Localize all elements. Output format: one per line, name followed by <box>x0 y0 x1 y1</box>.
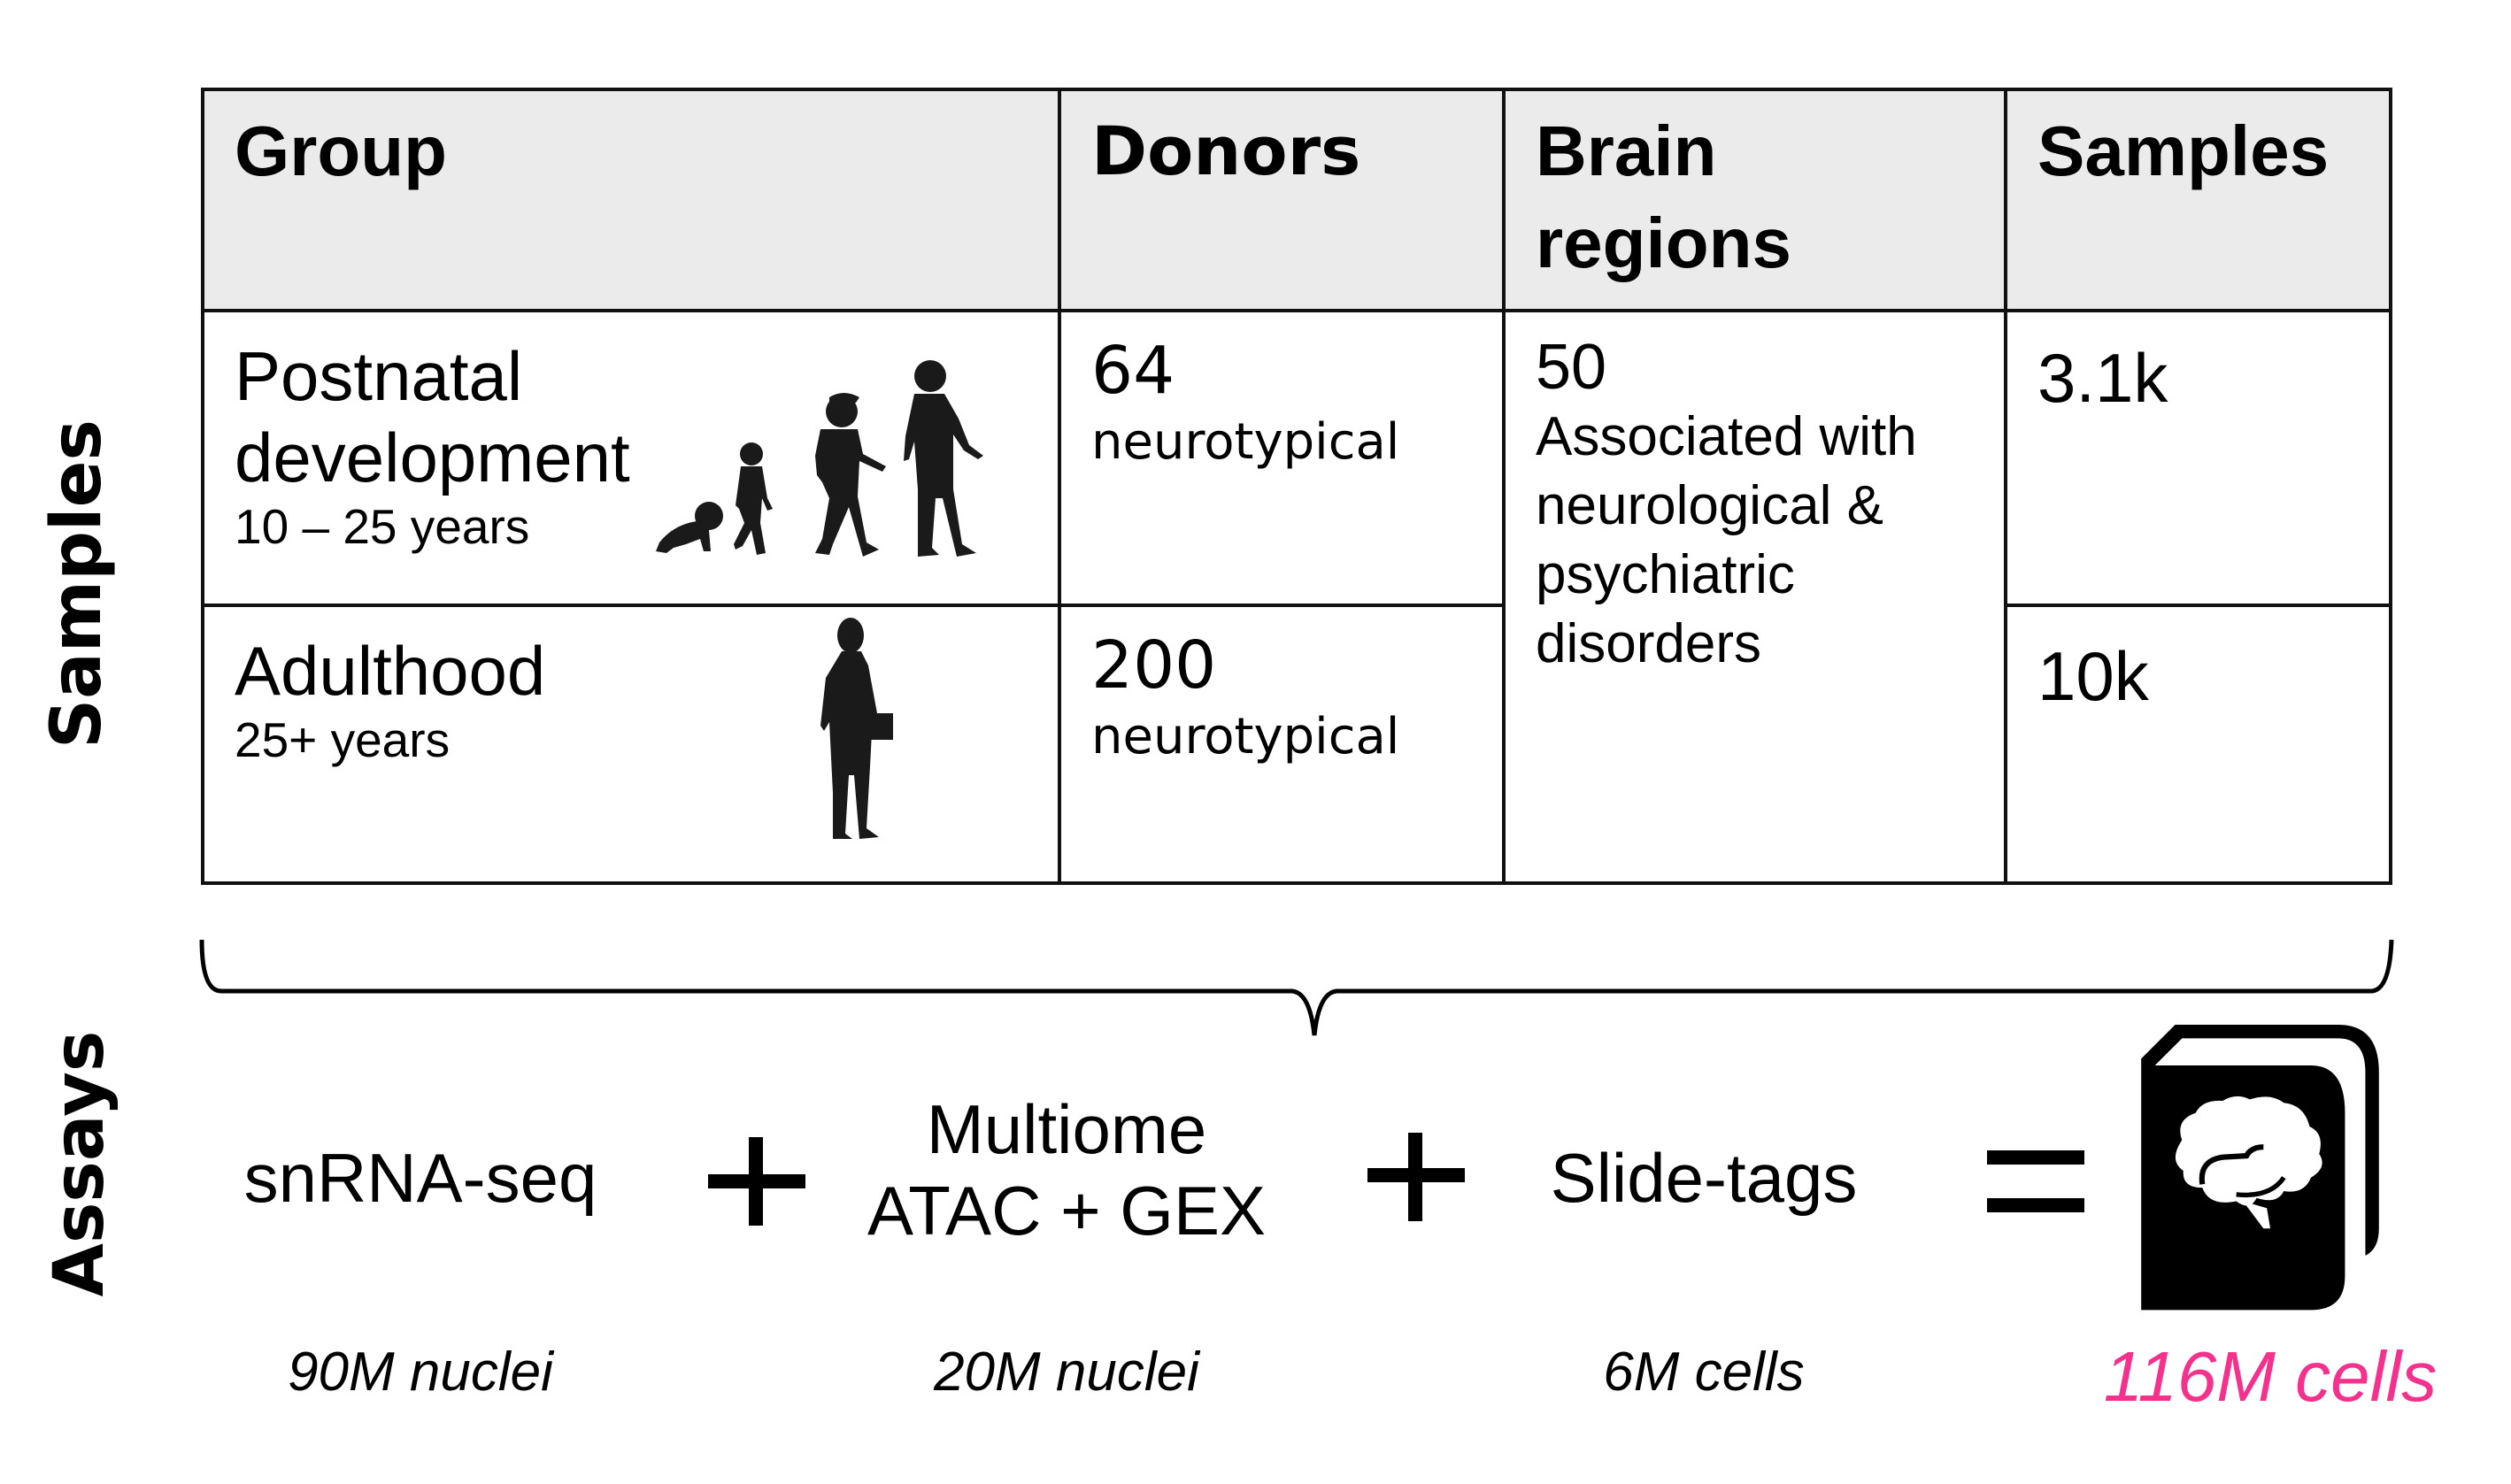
group-cell-adulthood: Adulthood 25+ years <box>201 604 1061 885</box>
brain-book-icon <box>2141 1025 2379 1311</box>
plus-icon <box>708 1137 805 1226</box>
header-group: Group <box>201 88 1061 312</box>
table-header-row: Group Donors Brain regions Samples <box>201 88 2392 312</box>
header-brain-regions-line2: regions <box>1536 204 1791 282</box>
table-row: Adulthood 25+ years 200 neurotypical 10k <box>201 604 2392 885</box>
donors-count: 200 <box>1091 627 1217 704</box>
header-samples: Samples <box>2004 88 2392 312</box>
samples-count: 10k <box>2037 637 2149 715</box>
header-donors: Donors <box>1058 88 1506 312</box>
brain-regions-description-line: disorders <box>1536 613 1761 674</box>
plus-icon <box>1367 1133 1465 1221</box>
brain-regions-description-line: psychiatric <box>1536 544 1795 605</box>
brain-regions-description-line: neurological & <box>1536 475 1883 536</box>
samples-count: 3.1k <box>2037 339 2168 417</box>
assay-multiome: Multiome ATAC + GEX <box>801 1088 1332 1251</box>
samples-cell-postnatal: 3.1k <box>2004 309 2392 607</box>
group-age: 25+ years <box>235 712 451 767</box>
assay-count-slide-tags: 6M cells <box>1603 1342 1805 1403</box>
table-row: Postnatal development 10 – 25 years <box>201 309 2392 885</box>
brain-regions-cell: 50 Associated with neurological & psychi… <box>1502 309 2007 885</box>
donors-type: neurotypical <box>1091 413 1400 471</box>
assays-side-label: Assays <box>40 1030 119 1297</box>
assay-snrna-seq: snRNA-seq <box>235 1137 606 1219</box>
header-brain-regions: Brain regions <box>1502 88 2007 312</box>
donors-cell-adulthood: 200 neurotypical <box>1058 604 1506 885</box>
group-title: Postnatal <box>235 337 523 415</box>
brain-regions-count: 50 <box>1536 332 1607 403</box>
assay-label: ATAC + GEX <box>867 1172 1267 1249</box>
header-brain-regions-line1: Brain <box>1536 111 1717 190</box>
assay-label: Slide-tags <box>1550 1139 1858 1217</box>
samples-side-label: Samples <box>37 419 117 749</box>
group-cell-postnatal: Postnatal development 10 – 25 years <box>201 309 1061 607</box>
group-age: 10 – 25 years <box>235 499 530 554</box>
donors-count: 64 <box>1091 333 1175 409</box>
assay-count-snrna-seq: 90M nuclei <box>288 1342 553 1403</box>
samples-table: Group Donors Brain regions Samples Postn… <box>201 88 2392 885</box>
curly-brace <box>199 939 2394 1036</box>
assay-count-multiome: 20M nuclei <box>934 1342 1199 1403</box>
equals-icon <box>1987 1150 2084 1212</box>
brain-regions-description-line: Associated with <box>1536 406 1917 467</box>
donors-cell-postnatal: 64 neurotypical <box>1058 309 1506 607</box>
assay-slide-tags: Slide-tags <box>1505 1137 1903 1219</box>
total-cells-count: 116M cells <box>2103 1337 2438 1416</box>
adult-silhouette-icon <box>820 618 893 839</box>
donors-type: neurotypical <box>1091 708 1400 765</box>
samples-cell-adulthood: 10k <box>2004 604 2392 885</box>
assay-label: Multiome <box>926 1090 1207 1168</box>
group-title: Adulthood <box>235 632 546 710</box>
child-growth-silhouettes-icon <box>656 360 983 557</box>
assay-label: snRNA-seq <box>243 1139 597 1217</box>
group-title: development <box>235 419 630 496</box>
